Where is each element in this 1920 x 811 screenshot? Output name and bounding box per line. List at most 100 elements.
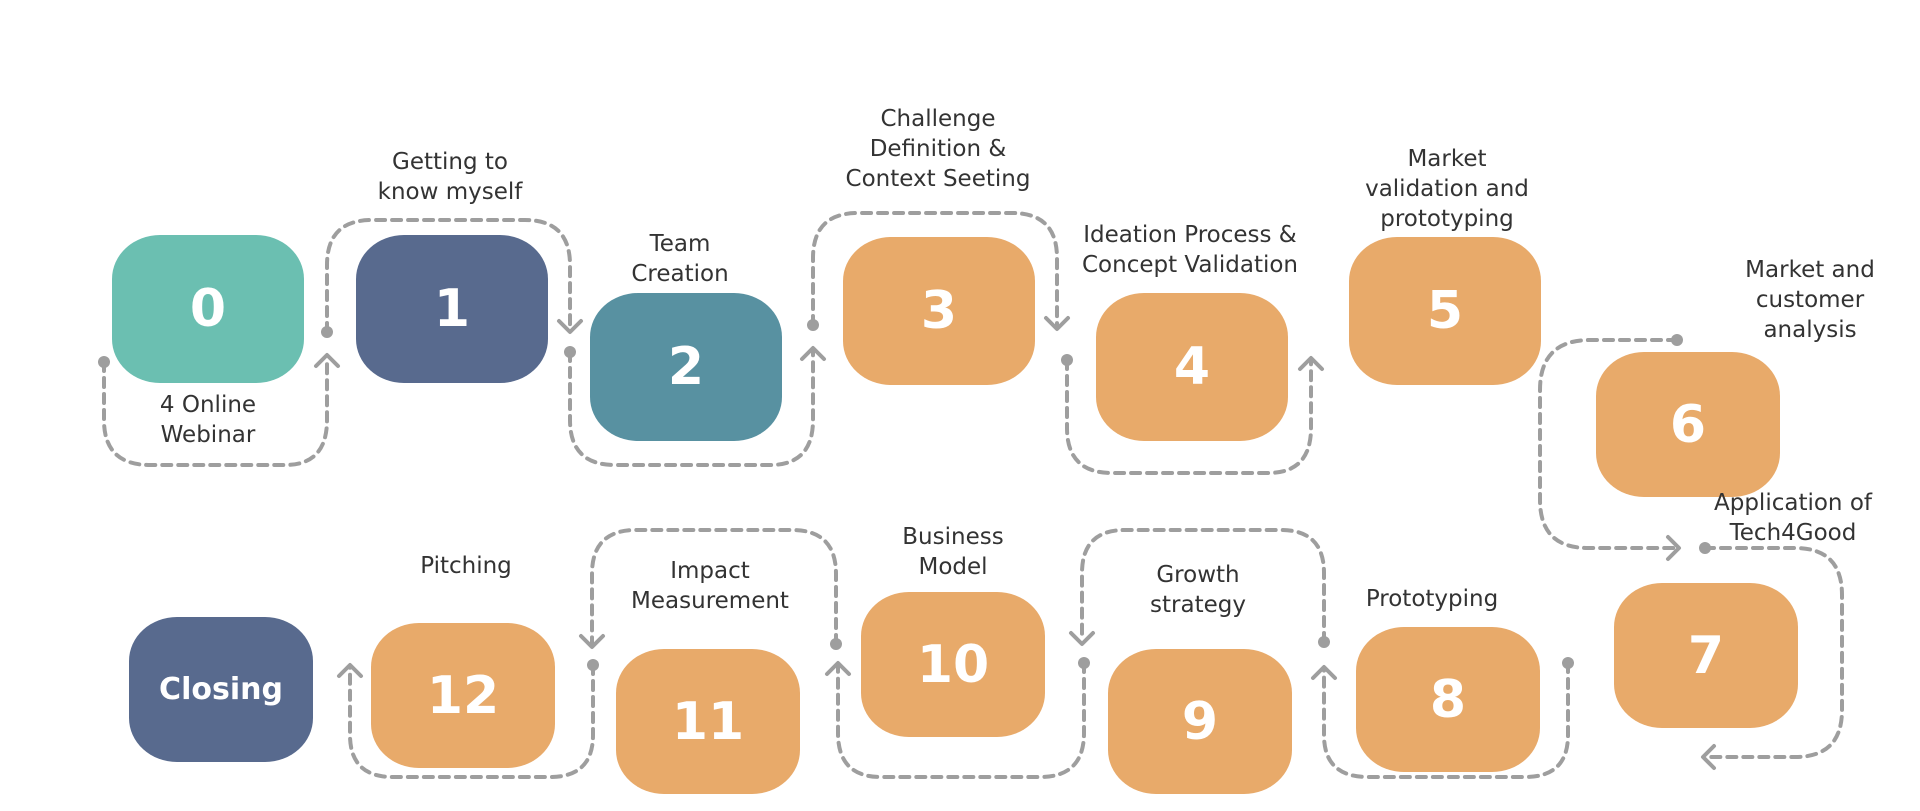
step-box-2: 2 [590,293,782,441]
step-label-6: Market and customer analysis [1745,255,1875,345]
step-label-line: Webinar [160,422,256,448]
connector-6-7 [1538,338,1679,550]
connector-0-1 [102,356,329,467]
step-box-3: 3 [843,237,1035,385]
connector-start-dot [98,356,110,368]
step-label-line: Business [902,524,1004,550]
connector-start-dot [1061,354,1073,366]
connector-start-dot [564,346,576,358]
step-label-line: Growth [1156,562,1240,588]
step-box-7: 7 [1614,583,1798,728]
step-label-1: Getting to know myself [378,147,523,207]
step-label-line: Market [1407,146,1487,172]
step-number: 8 [1429,669,1467,730]
connector-8-9 [1322,661,1570,779]
step-label-line: Market and [1745,257,1875,283]
step-label-line: Team [649,231,711,257]
connector-9-10 [1080,528,1326,644]
step-number: 2 [667,337,705,397]
step-number: 12 [426,665,500,726]
step-box-9: 9 [1108,649,1292,794]
connector-arrowhead [1044,316,1070,331]
connector-start-dot [587,659,599,671]
step-number: 7 [1687,625,1725,686]
step-label-line: know myself [377,179,523,205]
step-box-5: 5 [1349,237,1541,385]
step-label-line: validation and [1365,176,1529,202]
connector-start-dot [321,326,333,338]
step-label-line: analysis [1763,317,1857,343]
connector-3-4 [811,211,1059,327]
step-label-line: Measurement [631,588,789,614]
step-label-line: customer [1755,287,1865,313]
connector-arrowhead [1311,665,1337,680]
step-label-line: Ideation Process & [1083,222,1297,248]
connector-arrowhead [1666,535,1681,561]
step-label-line: Pitching [420,553,512,579]
step-label-12: Pitching [420,551,512,581]
step-number: 10 [916,634,990,695]
step-label-line: Impact [670,558,750,584]
step-label-line: strategy [1150,592,1246,618]
connector-start-dot [1318,636,1330,648]
step-label-8: Prototyping [1366,584,1498,614]
connector-1-2 [325,218,572,334]
connector-arrowhead [800,346,826,361]
step-box-closing: Closing [129,617,313,762]
connector-start-dot [1562,657,1574,669]
step-number: 0 [189,279,227,339]
connector-2-3 [568,350,815,467]
step-label-line: Concept Validation [1081,252,1299,278]
step-label-line: prototyping [1380,206,1514,232]
connector-arrowhead [1069,631,1095,646]
step-label-line: Getting to [392,149,508,175]
step-label-9: Growth strategy [1150,560,1246,620]
connector-start-dot [830,638,842,650]
connector-arrowhead [579,634,605,649]
step-label-7: Application of Tech4Good [1714,488,1872,548]
step-label-line: 4 Online [159,392,257,418]
step-box-11: 11 [616,649,800,794]
step-number: 4 [1173,337,1211,397]
step-number: 9 [1181,691,1219,752]
step-number: 1 [433,279,471,339]
step-box-10: 10 [861,592,1045,737]
step-label-line: Prototyping [1365,586,1499,612]
step-label-5: Market validation and prototyping [1365,144,1529,234]
connector-arrowhead [825,661,851,676]
connector-arrowhead [337,663,363,678]
step-label-4: Ideation Process & Concept Validation [1082,220,1298,280]
step-label-line: Challenge [880,106,996,132]
step-label-line: Application of [1714,490,1872,516]
connector-7-8 [1703,546,1844,759]
connector-4-5 [1065,358,1313,475]
step-number: 6 [1669,394,1707,455]
step-number: Closing [159,672,283,707]
connector-10-11 [836,661,1086,779]
step-label-line: Creation [631,261,729,287]
step-label-line: Context Seeting [845,166,1031,192]
connector-arrowhead [1298,356,1324,371]
step-box-4: 4 [1096,293,1288,441]
connector-12-closing [348,663,595,779]
connector-start-dot [1699,542,1711,554]
step-label-line: Tech4Good [1729,520,1857,546]
connector-start-dot [1671,334,1683,346]
connector-start-dot [1078,657,1090,669]
connector-arrowhead [1701,744,1716,770]
step-box-0: 0 [112,235,304,383]
connector-arrowhead [557,319,583,334]
step-label-line: Model [918,554,988,580]
connector-arrowhead [314,353,340,368]
step-number: 11 [671,691,745,752]
step-number: 3 [920,281,958,341]
step-number: 5 [1426,281,1464,341]
step-box-6: 6 [1596,352,1780,497]
